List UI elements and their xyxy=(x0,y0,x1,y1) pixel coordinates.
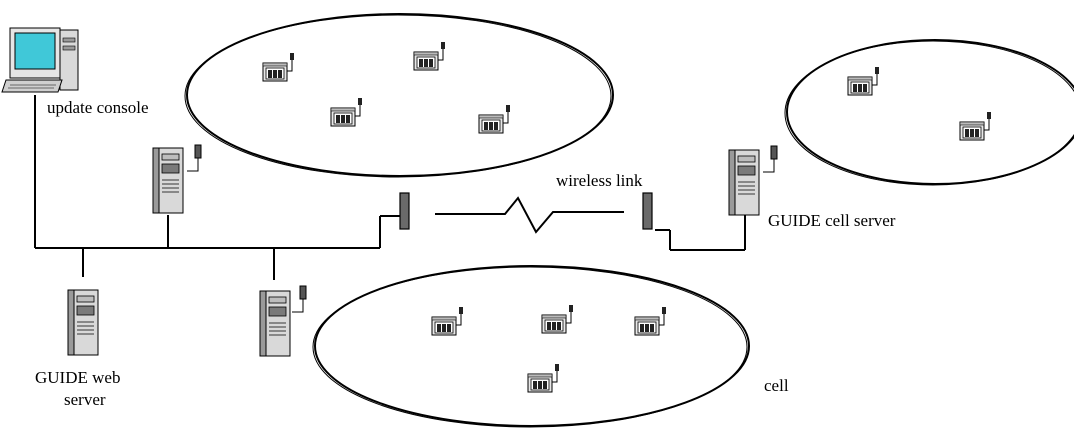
guide-handheld-unit-icon xyxy=(413,41,446,71)
guide-handheld-unit-icon xyxy=(431,306,464,336)
wireless-link xyxy=(399,192,653,234)
cell-server-icon xyxy=(728,145,778,216)
tower-server-icon xyxy=(67,289,99,356)
guide-handheld-unit-icon xyxy=(527,363,560,393)
cell-label: cell xyxy=(764,376,789,395)
tower-server-icon xyxy=(259,285,307,357)
update-console-label: update console xyxy=(47,98,149,117)
guide-handheld-unit-icon xyxy=(847,66,880,96)
cell-top-center xyxy=(184,13,614,178)
desktop-computer-icon xyxy=(1,27,79,93)
transceiver-right-icon xyxy=(642,192,653,230)
guide-handheld-unit-icon xyxy=(959,111,992,141)
cell-server-label: GUIDE cell server xyxy=(768,211,896,230)
cell-top-right xyxy=(784,39,1074,186)
tower-server-icon xyxy=(152,144,202,214)
guide-handheld-unit-icon xyxy=(262,52,295,82)
guide-handheld-unit-icon xyxy=(541,304,574,334)
wireless-link-label: wireless link xyxy=(556,171,643,190)
transceiver-left-icon xyxy=(399,192,410,230)
web-server-label-line2: server xyxy=(64,390,106,409)
guide-handheld-unit-icon xyxy=(478,104,511,134)
cell-bottom xyxy=(312,265,750,428)
web-server-label-line1: GUIDE web xyxy=(35,368,120,387)
wired-network xyxy=(34,95,746,280)
guide-handheld-unit-icon xyxy=(330,97,363,127)
guide-handheld-unit-icon xyxy=(634,306,667,336)
